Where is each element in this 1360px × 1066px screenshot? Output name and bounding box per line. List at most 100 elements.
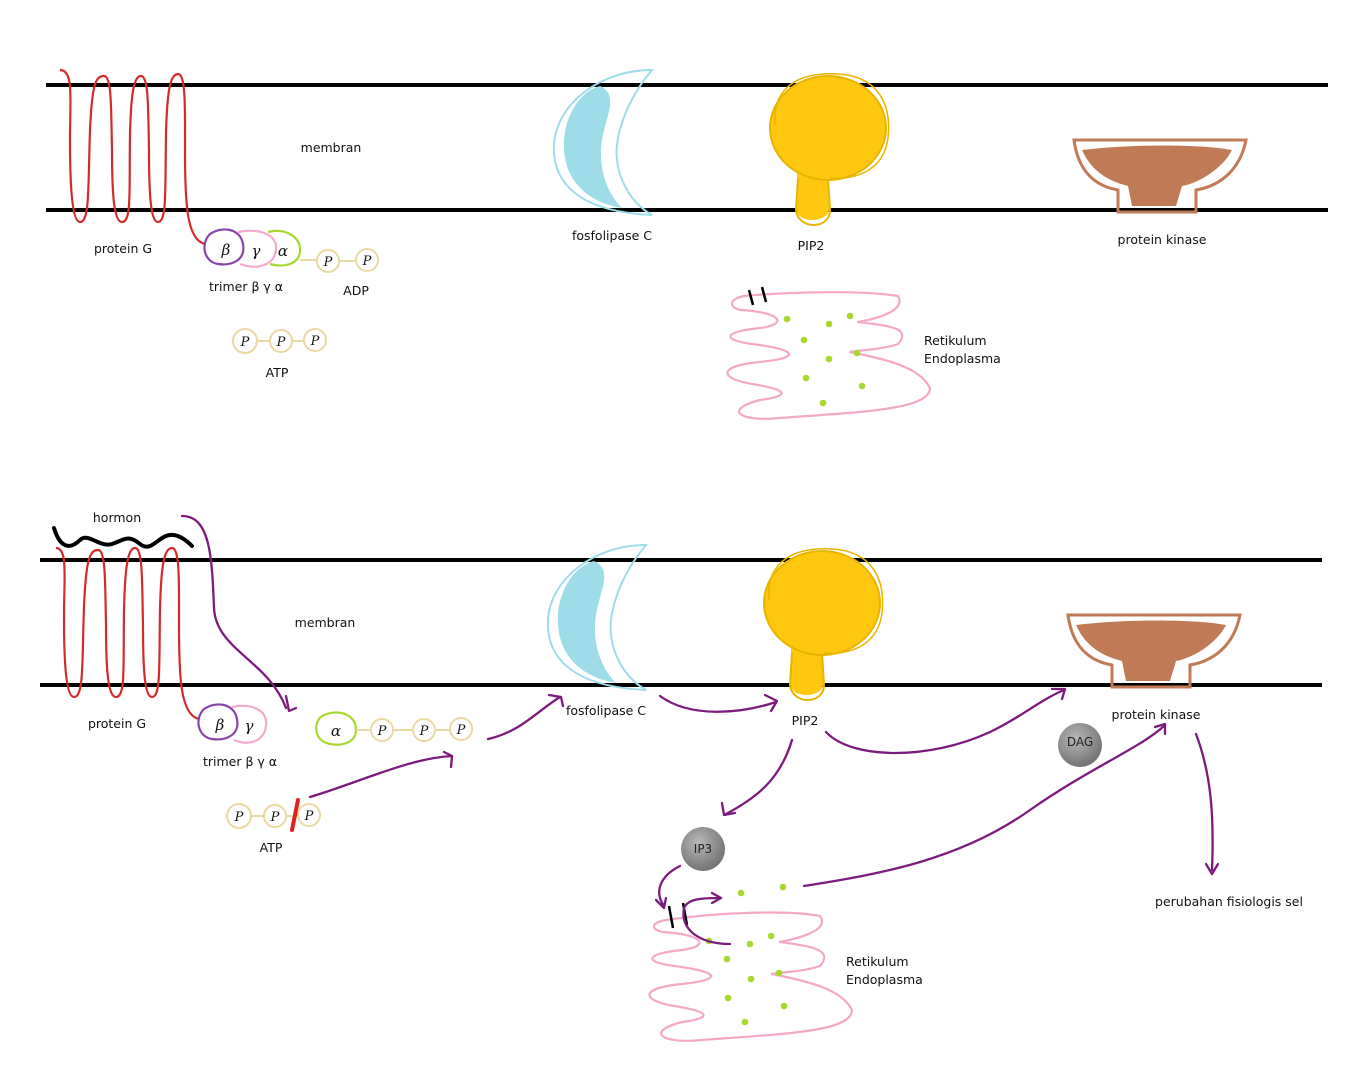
- arrow-hormone-to-alpha: [180, 514, 288, 710]
- label-er-top-2: Endoplasma: [924, 351, 1001, 366]
- label-fosfolipase-bottom: fosfolipase C: [566, 703, 646, 718]
- arrow-pip2-to-kinase-head: [1050, 687, 1067, 701]
- arrow-alpha-to-plc: [486, 695, 562, 741]
- beta-subunit-active: [197, 703, 239, 741]
- beta-letter-active: β: [215, 716, 225, 734]
- pip2-lipid: [769, 73, 890, 226]
- er-active-channel-1: [667, 905, 675, 929]
- label-pip2-bottom: PIP2: [792, 713, 819, 728]
- pip2-stem-outline: [794, 177, 832, 226]
- phospholipase-c-fill: [563, 86, 622, 208]
- endoplasmic-reticulum-active: [648, 883, 854, 1042]
- protein-kinase: [1072, 138, 1248, 214]
- hormone-ligand: [52, 526, 194, 549]
- alpha-subunit-active: [315, 711, 358, 746]
- atp-molecule: P P P: [232, 328, 327, 354]
- gamma-subunit-active: [231, 704, 268, 744]
- gtp-phosphate-3-letter: P: [456, 723, 466, 738]
- pip2-active-head-sketch: [768, 548, 884, 654]
- label-dag: DAG: [1067, 735, 1093, 749]
- calcium-ion: [775, 969, 783, 977]
- signal-arrows: [180, 514, 1220, 946]
- calcium-ion: [853, 349, 861, 357]
- atp-molecule-cleaved: P P P: [226, 798, 321, 832]
- phospholipase-c-active-outline: [546, 543, 649, 691]
- protein-kinase-outline: [1072, 138, 1248, 214]
- label-er-top-1: Retikulum: [924, 333, 987, 348]
- alpha-gtp-complex: α P P P: [315, 711, 473, 746]
- dag-molecule: [1058, 723, 1102, 767]
- calcium-ion: [747, 975, 755, 983]
- atp2-phosphate-1-letter: P: [234, 810, 244, 825]
- gamma-subunit: [237, 229, 278, 268]
- protein-kinase-fill: [1082, 145, 1232, 206]
- second-messenger-dag: DAG: [1058, 723, 1102, 767]
- second-messenger-ip3: IP3: [681, 827, 725, 871]
- label-perubahan: perubahan fisiologis sel: [1155, 894, 1303, 909]
- calcium-ion: [858, 382, 866, 390]
- calcium-ion: [783, 315, 791, 323]
- calcium-ion: [819, 399, 827, 407]
- beta-letter: β: [221, 241, 231, 259]
- calcium-ion: [825, 320, 833, 328]
- ip3-molecule: [681, 827, 725, 871]
- calcium-ion: [825, 355, 833, 363]
- arrow-ip3-to-er-head: [654, 896, 668, 910]
- pip2-head-sketch: [774, 73, 890, 179]
- label-ip3: IP3: [694, 842, 712, 856]
- er-active-membrane: [648, 911, 854, 1042]
- protein-kinase-active: [1066, 613, 1242, 689]
- calcium-ion: [802, 374, 810, 382]
- arrow-hormone-to-alpha-head: [284, 694, 298, 713]
- er-membrane: [726, 291, 932, 420]
- arrow-pip2-to-ip3-head: [720, 801, 737, 817]
- panel-active: γ β α P P P P P P: [40, 510, 1322, 1042]
- arrow-alpha-to-plc-head: [547, 693, 565, 708]
- label-kinase-bottom: protein kinase: [1112, 707, 1201, 722]
- calcium-ion: [741, 1018, 749, 1026]
- atp-cleavage-mark: [290, 798, 300, 832]
- arrow-pip2-to-ip3: [724, 738, 794, 816]
- arrow-kinase-to-response: [1194, 732, 1214, 872]
- calcium-ion: [800, 336, 808, 344]
- label-atp-top: ATP: [266, 365, 289, 380]
- gtp-phosphate-2-letter: P: [419, 724, 429, 739]
- label-membran-bottom: membran: [295, 615, 356, 630]
- panel-inactive: α γ β P P P P P: [46, 68, 1328, 420]
- atp-phosphate-3: [303, 328, 327, 352]
- arrow-atp-to-alpha: [308, 754, 454, 799]
- label-protein-g-top: protein G: [94, 241, 152, 256]
- adp-phosphate-1-letter: P: [323, 255, 333, 270]
- calcium-ion-released: [779, 883, 787, 891]
- alpha-subunit: [267, 229, 302, 267]
- calcium-ion-released: [737, 889, 745, 897]
- atp-phosphate-2-letter: P: [276, 335, 286, 350]
- label-atp-bottom: ATP: [260, 840, 283, 855]
- atp-phosphate-3-letter: P: [310, 334, 320, 349]
- calcium-ion: [846, 312, 854, 320]
- gamma-letter: γ: [252, 242, 261, 260]
- arrow-calcium-to-kinase: [802, 724, 1166, 888]
- arrow-er-release-head: [710, 891, 723, 905]
- gtp-phosphate-3: [449, 717, 473, 741]
- label-trimer-bottom: trimer β γ α: [203, 754, 277, 769]
- endoplasmic-reticulum: [726, 286, 932, 420]
- adp-phosphate-2: [355, 248, 379, 272]
- arrow-pip2-to-kinase: [824, 688, 1066, 755]
- label-membran-top: membran: [301, 140, 362, 155]
- label-adp: ADP: [343, 283, 369, 298]
- calcium-ion: [780, 1002, 788, 1010]
- adp-molecule: P P: [300, 248, 379, 273]
- phospholipase-c-active-fill: [557, 561, 616, 683]
- phospholipase-c-outline: [552, 68, 655, 216]
- label-hormon: hormon: [93, 510, 141, 525]
- adp-phosphate-2-letter: P: [362, 254, 372, 269]
- gamma-letter-active: γ: [245, 717, 254, 735]
- trimer-beta-gamma-active: γ β: [197, 703, 268, 744]
- protein-kinase-active-outline: [1066, 613, 1242, 689]
- calcium-ion: [724, 994, 732, 1002]
- alpha-letter: α: [278, 242, 288, 260]
- er-channel-2: [760, 286, 768, 303]
- phospholipase-c-active: [546, 543, 649, 691]
- atp2-phosphate-3: [297, 803, 321, 827]
